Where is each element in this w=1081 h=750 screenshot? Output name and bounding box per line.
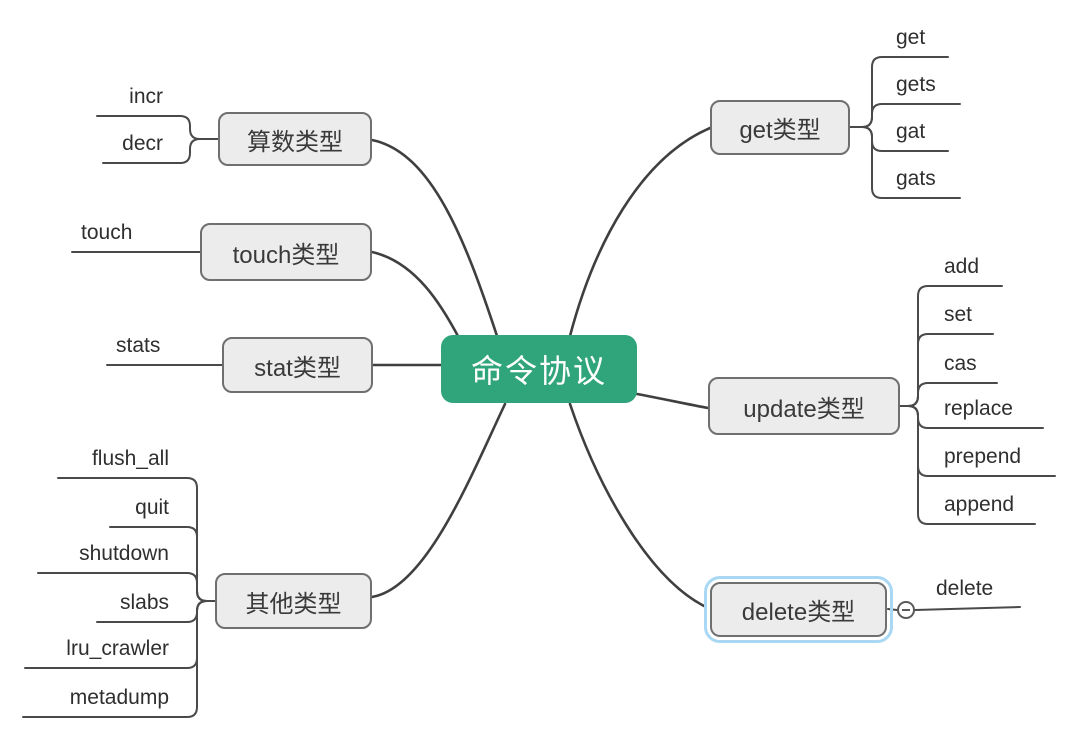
node-center[interactable]: 命令协议 xyxy=(441,335,637,403)
leaf-line-shutdown xyxy=(37,572,216,602)
leaf-line-delete xyxy=(914,606,1021,611)
leaf-gats[interactable]: gats xyxy=(896,167,936,190)
leaf-decr[interactable]: decr xyxy=(122,132,163,155)
leaf-line-gats xyxy=(849,126,961,199)
collapse-stub-line xyxy=(887,608,898,611)
edge-center-get xyxy=(568,126,712,338)
leaf-replace[interactable]: replace xyxy=(944,397,1013,420)
leaf-incr[interactable]: incr xyxy=(129,85,163,108)
leaf-line-gets xyxy=(849,103,961,128)
edge-center-touch xyxy=(370,250,461,340)
leaf-metadump[interactable]: metadump xyxy=(69,686,169,709)
node-other-type[interactable]: 其他类型 xyxy=(215,573,372,629)
leaf-delete[interactable]: delete xyxy=(936,577,994,600)
leaf-quit[interactable]: quit xyxy=(135,496,169,519)
edge-center-update xyxy=(635,392,710,410)
leaf-gets[interactable]: gets xyxy=(896,73,936,96)
node-get-type[interactable]: get类型 xyxy=(710,100,850,155)
leaf-shutdown[interactable]: shutdown xyxy=(79,542,169,565)
node-update-type[interactable]: update类型 xyxy=(708,377,900,435)
leaf-prepend[interactable]: prepend xyxy=(944,445,1022,468)
collapse-handle[interactable] xyxy=(897,601,915,619)
leaf-gat[interactable]: gat xyxy=(896,120,926,143)
leaf-append[interactable]: append xyxy=(944,493,1015,516)
edge-center-arith xyxy=(370,138,499,338)
edge-center-delete xyxy=(568,402,706,608)
node-touch-type[interactable]: touch类型 xyxy=(200,223,372,281)
node-arith-type[interactable]: 算数类型 xyxy=(218,112,372,166)
leaf-get[interactable]: get xyxy=(896,26,926,49)
leaf-line-metadump xyxy=(22,600,216,718)
node-delete-type[interactable]: delete类型 xyxy=(704,576,893,643)
leaf-lru-crawler[interactable]: lru_crawler xyxy=(66,637,169,660)
leaf-touch[interactable]: touch xyxy=(81,221,133,244)
leaf-add[interactable]: add xyxy=(944,255,980,278)
edge-center-other xyxy=(370,402,507,599)
leaf-line-append xyxy=(899,405,1036,525)
leaf-set[interactable]: set xyxy=(944,303,973,326)
leaf-line-incr xyxy=(96,115,219,140)
leaf-line-cas xyxy=(899,382,998,407)
leaf-slabs[interactable]: slabs xyxy=(119,591,169,614)
minus-icon xyxy=(902,609,910,611)
leaf-flush-all[interactable]: flush_all xyxy=(91,447,169,470)
node-stat-type[interactable]: stat类型 xyxy=(222,337,373,393)
leaf-cas[interactable]: cas xyxy=(944,352,977,375)
leaf-stats[interactable]: stats xyxy=(116,334,161,357)
leaf-line-decr xyxy=(102,138,219,164)
